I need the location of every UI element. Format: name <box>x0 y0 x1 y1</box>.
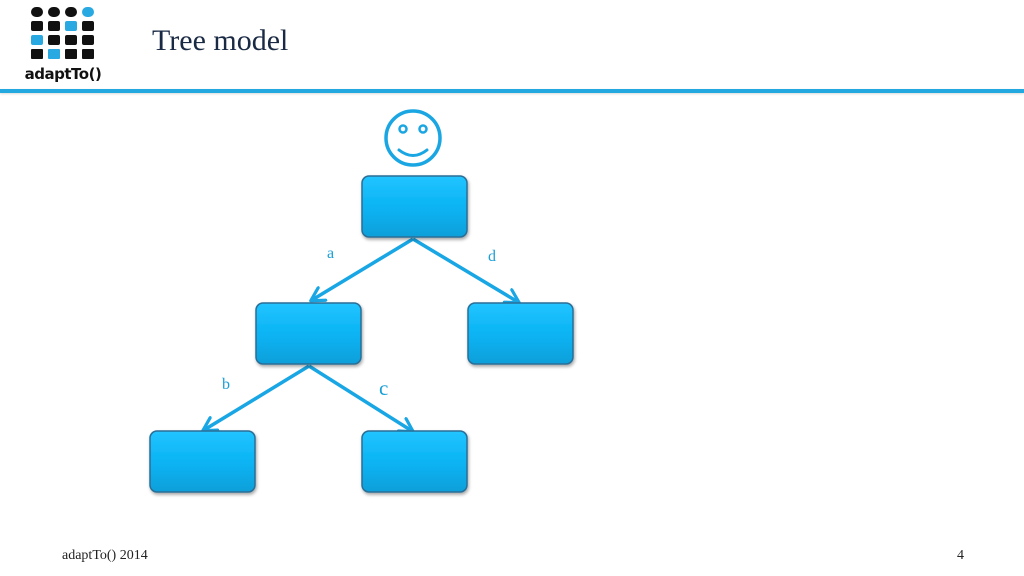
edge-label-a: a <box>327 245 334 262</box>
tree-node-a <box>255 302 362 365</box>
smiley-icon <box>384 109 442 167</box>
page-number: 4 <box>957 548 964 563</box>
tree-node-b <box>149 430 256 493</box>
edge-label-d: d <box>488 248 496 265</box>
adaptto-logo: adaptTo() <box>18 5 108 87</box>
tree-node-c <box>361 430 468 493</box>
tree-node-root <box>361 175 468 238</box>
dot-grid-logo-icon <box>31 7 94 59</box>
page-title: Tree model <box>152 24 289 57</box>
edge-a-b <box>204 364 310 430</box>
header-divider <box>0 89 1024 93</box>
footer-text: adaptTo() 2014 <box>62 548 148 563</box>
logo-text: adaptTo() <box>24 65 102 83</box>
tree-node-d <box>467 302 574 365</box>
edge-label-c: c <box>379 376 388 400</box>
edge-a-c <box>308 364 412 431</box>
edge-root-a <box>312 237 414 300</box>
edge-root-d <box>412 237 518 302</box>
edge-label-b: b <box>222 376 230 393</box>
